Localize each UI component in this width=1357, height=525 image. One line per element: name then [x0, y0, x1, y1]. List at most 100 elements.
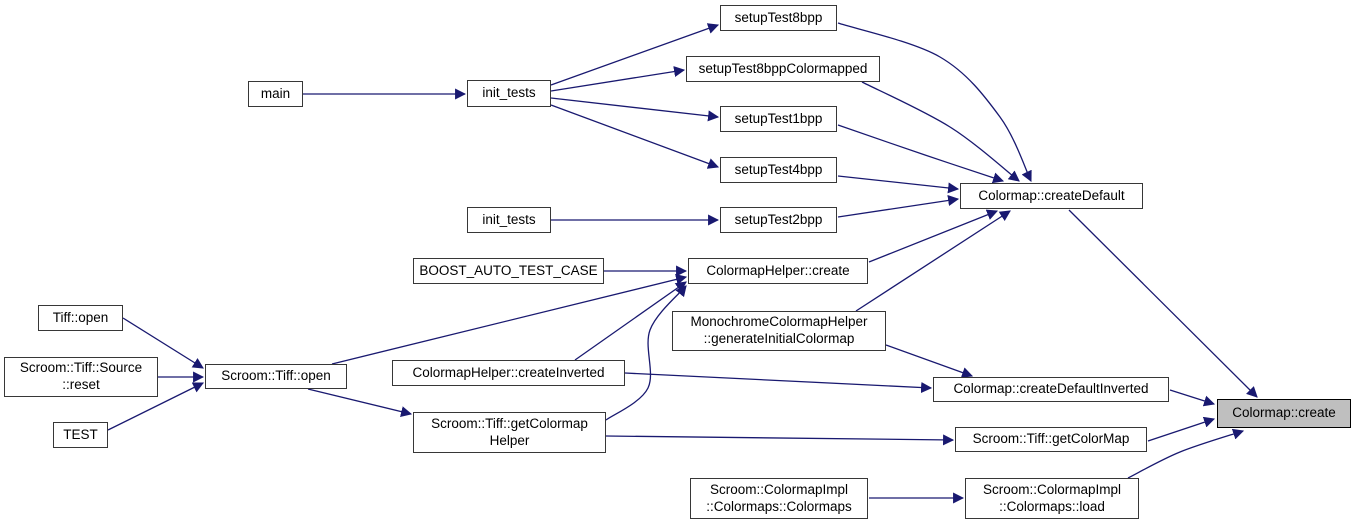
- node-label-line: ColormapHelper::createInverted: [412, 364, 605, 380]
- node-colormap-create: Colormap::create: [1217, 399, 1351, 428]
- edge-scroom-tiff-getcolormaphelper-to-scroom-tiff-getcolormap: [605, 434, 955, 446]
- node-label-line: setupTest8bpp: [734, 9, 823, 25]
- node-tiff-open[interactable]: Tiff::open: [38, 305, 123, 331]
- edge-scroom-tiff-open-to-scroom-tiff-getcolormaphelper: [307, 388, 413, 418]
- node-label: Scroom::ColormapImpl::Colormaps::load: [983, 482, 1121, 516]
- edge-scroom-tiff-open-to-colormaphelper-create: [331, 274, 688, 365]
- node-label-line: Scroom::Tiff::getColormap: [431, 415, 588, 431]
- node-label-line: setupTest2bpp: [734, 211, 823, 227]
- node-label: init_tests: [482, 85, 535, 102]
- node-label-line: ::Colormaps::load: [999, 498, 1105, 514]
- node-label-line: setupTest4bpp: [734, 161, 823, 177]
- node-colormaphelper-create[interactable]: ColormapHelper::create: [688, 258, 868, 284]
- edge-init-tests-1-to-setuptest8bpp: [550, 23, 720, 86]
- node-label: ColormapHelper::create: [706, 263, 849, 280]
- node-label-line: Scroom::ColormapImpl: [982, 481, 1122, 497]
- node-label-line: init_tests: [482, 211, 536, 227]
- node-colormap-createdefault[interactable]: Colormap::createDefault: [960, 183, 1143, 209]
- node-label-line: Tiff::open: [52, 309, 109, 325]
- node-test[interactable]: TEST: [53, 422, 108, 448]
- node-label: ColormapHelper::createInverted: [412, 365, 604, 382]
- edge-tiff-open-to-scroom-tiff-open: [122, 317, 204, 369]
- node-label: main: [261, 86, 290, 103]
- node-label-line: ::reset: [62, 377, 100, 392]
- node-label: Colormap::create: [1232, 405, 1336, 422]
- node-label: Scroom::ColormapImpl::Colormaps::Colorma…: [706, 482, 852, 516]
- node-label: setupTest1bpp: [735, 111, 823, 128]
- node-setuptest1bpp[interactable]: setupTest1bpp: [720, 106, 837, 132]
- node-scroom-colormapimpl-colormaps-load[interactable]: Scroom::ColormapImpl::Colormaps::load: [965, 478, 1139, 519]
- node-label-line: Scroom::Tiff::getColorMap: [972, 431, 1130, 447]
- node-init-tests-2[interactable]: init_tests: [467, 207, 551, 233]
- node-label-line: setupTest8bppColormapped: [698, 60, 868, 76]
- edge-colormaphelper-createinverted-to-colormaphelper-create: [574, 281, 687, 361]
- node-scroom-colormapimpl-colormaps-colormaps[interactable]: Scroom::ColormapImpl::Colormaps::Colorma…: [690, 478, 868, 519]
- edge-scroom-colormapimpl-colormaps-load-to-colormap-create: [1127, 428, 1245, 479]
- node-label: TEST: [63, 427, 98, 444]
- node-scroom-tiff-getcolormap[interactable]: Scroom::Tiff::getColorMap: [955, 427, 1147, 452]
- edge-init-tests-1-to-setuptest8bppcolormapped: [550, 66, 686, 92]
- node-label: init_tests: [482, 212, 535, 229]
- edge-init-tests-1-to-setuptest1bpp: [550, 97, 720, 122]
- node-label-line: Scroom::Tiff::Source: [19, 360, 143, 376]
- node-label-line: MonochromeColormapHelper: [690, 314, 868, 330]
- node-setuptest2bpp[interactable]: setupTest2bpp: [720, 207, 837, 233]
- node-label: BOOST_AUTO_TEST_CASE: [419, 263, 597, 280]
- edge-colormap-createdefaultinverted-to-colormap-create: [1169, 389, 1216, 407]
- node-label: Scroom::Tiff::Source::reset: [20, 360, 142, 394]
- edge-test-to-scroom-tiff-open: [107, 382, 204, 431]
- node-setuptest4bpp[interactable]: setupTest4bpp: [720, 157, 837, 183]
- node-label: Colormap::createDefault: [978, 188, 1124, 205]
- node-label: Tiff::open: [53, 310, 109, 327]
- edge-setuptest2bpp-to-colormap-createdefault: [837, 195, 960, 218]
- node-label: Scroom::Tiff::getColorMap: [973, 431, 1130, 448]
- node-label: setupTest8bpp: [735, 10, 823, 27]
- node-label-line: Scroom::Tiff::open: [221, 368, 331, 384]
- node-init-tests-1[interactable]: init_tests: [467, 80, 551, 107]
- node-setuptest8bppcolormapped[interactable]: setupTest8bppColormapped: [686, 56, 880, 82]
- edges-group: [107, 22, 1258, 504]
- edge-monochromecolormaphelper-generateinitialcolormap-to-colormap-createdefaultinverted: [885, 344, 974, 378]
- node-label: MonochromeColormapHelper::generateInitia…: [690, 314, 867, 348]
- node-setuptest8bpp[interactable]: setupTest8bpp: [720, 5, 837, 31]
- node-scroom-tiff-open[interactable]: Scroom::Tiff::open: [205, 364, 347, 389]
- edge-monochromecolormaphelper-generateinitialcolormap-to-colormap-createdefault: [855, 210, 1011, 312]
- edge-setuptest1bpp-to-colormap-createdefault: [837, 124, 1005, 184]
- node-label: Scroom::Tiff::open: [221, 368, 331, 385]
- node-label: setupTest4bpp: [735, 162, 823, 179]
- node-label-line: ColormapHelper::create: [706, 262, 850, 278]
- node-label-line: ::Colormaps::Colormaps: [706, 498, 852, 514]
- node-label-line: main: [260, 85, 291, 101]
- node-label-line: ::generateInitialColormap: [703, 331, 855, 346]
- node-label-line: Helper: [489, 432, 530, 448]
- node-label-line: Colormap::createDefaultInverted: [953, 381, 1149, 397]
- edge-setuptest8bpp-to-colormap-createdefault: [837, 22, 1032, 182]
- node-label-line: Colormap::createDefault: [978, 187, 1125, 203]
- node-colormap-createdefaultinverted[interactable]: Colormap::createDefaultInverted: [933, 377, 1169, 402]
- node-label-line: TEST: [63, 426, 98, 442]
- node-label: setupTest8bppColormapped: [699, 61, 868, 78]
- edge-init-tests-1-to-setuptest4bpp: [550, 104, 720, 169]
- node-monochromecolormaphelper-generateinitialcolormap[interactable]: MonochromeColormapHelper::generateInitia…: [672, 311, 886, 351]
- node-label: setupTest2bpp: [735, 212, 823, 229]
- node-label-line: setupTest1bpp: [734, 110, 823, 126]
- edge-setuptest8bppcolormapped-to-colormap-createdefault: [861, 81, 1020, 182]
- node-label: Colormap::createDefaultInverted: [953, 381, 1148, 398]
- node-main[interactable]: main: [248, 81, 303, 107]
- node-label-line: Scroom::ColormapImpl: [709, 481, 849, 497]
- node-label-line: BOOST_AUTO_TEST_CASE: [419, 262, 598, 278]
- node-colormaphelper-createinverted[interactable]: ColormapHelper::createInverted: [392, 360, 625, 386]
- edge-colormaphelper-create-to-colormap-createdefault: [868, 209, 999, 263]
- node-boost-auto-test-case[interactable]: BOOST_AUTO_TEST_CASE: [413, 258, 604, 284]
- edge-colormap-createdefault-to-colormap-create: [1068, 209, 1258, 398]
- edge-scroom-tiff-getcolormaphelper-to-colormaphelper-create: [605, 285, 687, 421]
- node-label-line: Colormap::create: [1232, 405, 1336, 421]
- node-scroom-tiff-source-reset[interactable]: Scroom::Tiff::Source::reset: [4, 357, 158, 397]
- edge-scroom-tiff-getcolormap-to-colormap-create: [1147, 416, 1216, 442]
- edge-colormaphelper-createinverted-to-colormap-createdefaultinverted: [624, 372, 933, 394]
- edge-setuptest4bpp-to-colormap-createdefault: [837, 175, 960, 194]
